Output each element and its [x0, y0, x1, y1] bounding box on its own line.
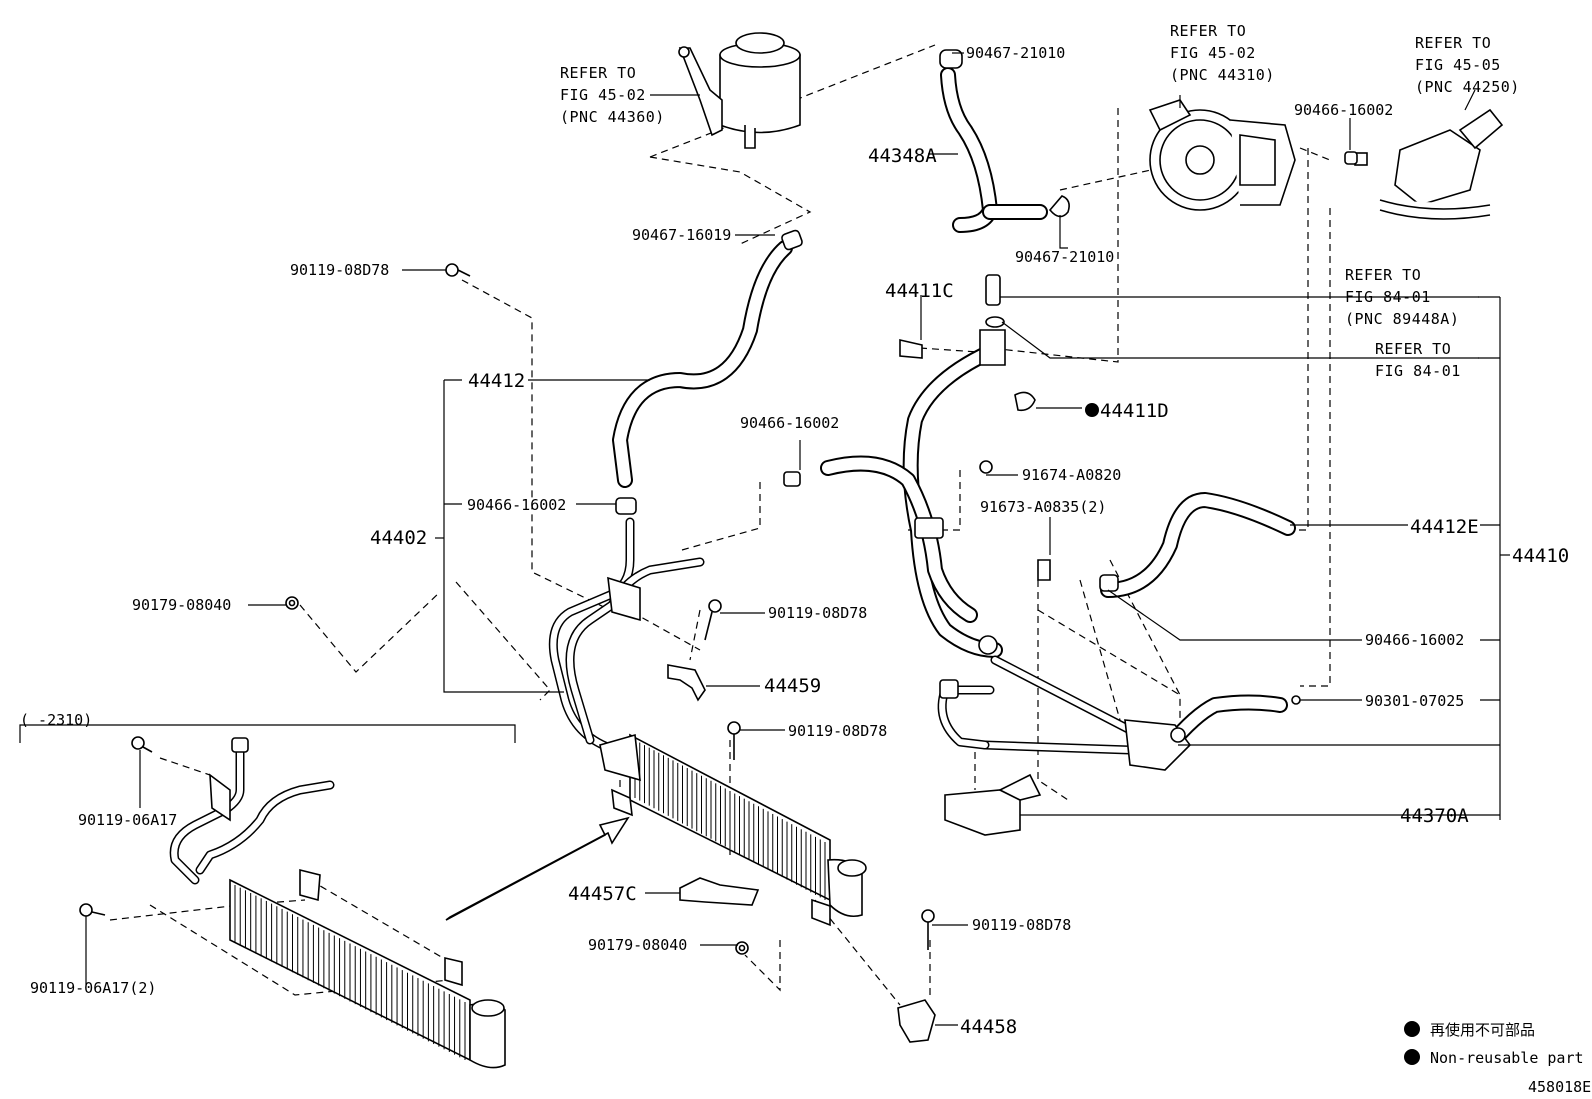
label-44458: 44458	[960, 1016, 1017, 1038]
pipe-assembly-44410	[820, 274, 1288, 836]
inset-range-label: ( -2310)	[20, 711, 92, 729]
pipe-assembly-44402	[548, 517, 705, 753]
oil-cooler-inset	[79, 736, 506, 1069]
refer-to-notes: REFER TO FIG 45-02 (PNC 44360) REFER TO …	[560, 22, 1520, 380]
part-labels: 90467-21010 44348A 90467-21010 90467-160…	[20, 44, 1569, 1038]
ref-sensor2-line2: FIG 84-01	[1375, 362, 1461, 380]
bracket-44458	[897, 999, 936, 1043]
inset-to-main-arrow	[445, 816, 630, 921]
hose-44412	[612, 229, 803, 515]
label-44412: 44412	[468, 370, 525, 392]
figure-id: 458018E	[1528, 1078, 1591, 1096]
non-reusable-marker-44411D	[1085, 403, 1099, 417]
bracket-44459	[667, 664, 706, 702]
ref-reservoir-line2: FIG 45-02	[560, 86, 646, 104]
ref-sensor2-line1: REFER TO	[1375, 340, 1451, 358]
label-90119-08D78-b: 90119-08D78	[768, 604, 867, 622]
ref-sensor-line2: FIG 84-01	[1345, 288, 1431, 306]
label-91673-A0835: 91673-A0835(2)	[980, 498, 1106, 516]
label-90467-21010-top: 90467-21010	[966, 44, 1065, 62]
label-90301-07025: 90301-07025	[1365, 692, 1464, 710]
label-90179-08040-a: 90179-08040	[132, 596, 231, 614]
power-steering-pump	[1148, 99, 1296, 211]
ref-reservoir-line1: REFER TO	[560, 64, 636, 82]
small-fasteners	[285, 151, 1358, 955]
ref-90466-16002-d: 90466-16002	[1294, 101, 1393, 119]
legend: 再使用不可部品 Non-reusable part 458018E	[1404, 1021, 1591, 1096]
legend-line2: Non-reusable part	[1430, 1049, 1584, 1067]
legend-dot-2	[1404, 1049, 1420, 1065]
label-44411C: 44411C	[885, 280, 954, 302]
legend-dot-1	[1404, 1021, 1420, 1037]
bracket-44457C	[679, 877, 760, 906]
ref-gear-line2: FIG 45-05	[1415, 56, 1501, 74]
ref-gear-line3: (PNC 44250)	[1415, 78, 1520, 96]
label-90119-08D78-a: 90119-08D78	[290, 261, 389, 279]
ref-pump-line2: FIG 45-02	[1170, 44, 1256, 62]
label-90119-06A17: 90119-06A17	[78, 811, 177, 829]
oil-cooler-main	[599, 733, 867, 927]
legend-line1: 再使用不可部品	[1430, 1021, 1535, 1039]
label-90119-08D78-c: 90119-08D78	[788, 722, 887, 740]
label-91674-A0820: 91674-A0820	[1022, 466, 1121, 484]
return-hose-44348A	[939, 49, 1070, 233]
label-90467-21010-mid: 90467-21010	[1015, 248, 1114, 266]
label-44457C: 44457C	[568, 883, 637, 905]
label-44370A: 44370A	[1400, 805, 1469, 827]
ref-reservoir-line3: (PNC 44360)	[560, 108, 665, 126]
leader-lines	[85, 52, 1510, 1026]
label-90119-06A17-2: 90119-06A17(2)	[30, 979, 156, 997]
ref-pump-line1: REFER TO	[1170, 22, 1246, 40]
label-90179-08040-b: 90179-08040	[588, 936, 687, 954]
label-90466-16002-a: 90466-16002	[467, 496, 566, 514]
ref-sensor-line1: REFER TO	[1345, 266, 1421, 284]
steering-gear-valve	[1354, 108, 1504, 220]
label-44412E: 44412E	[1410, 516, 1479, 538]
dashed-guide-lines	[109, 44, 1331, 1006]
label-90466-16002-c: 90466-16002	[1365, 631, 1464, 649]
label-44411D: 44411D	[1100, 400, 1169, 422]
hose-44412E	[1099, 492, 1296, 598]
label-90119-08D78-d: 90119-08D78	[972, 916, 1071, 934]
label-44402: 44402	[370, 527, 427, 549]
label-44348A: 44348A	[868, 145, 937, 167]
ref-gear-line1: REFER TO	[1415, 34, 1491, 52]
ref-sensor-line3: (PNC 89448A)	[1345, 310, 1459, 328]
label-44410: 44410	[1512, 545, 1569, 567]
inset-bracket-line	[19, 724, 516, 743]
label-90467-16019: 90467-16019	[632, 226, 731, 244]
label-44459: 44459	[764, 675, 821, 697]
label-90466-16002-b: 90466-16002	[740, 414, 839, 432]
reservoir-tank	[678, 32, 801, 149]
ref-pump-line3: (PNC 44310)	[1170, 66, 1275, 84]
